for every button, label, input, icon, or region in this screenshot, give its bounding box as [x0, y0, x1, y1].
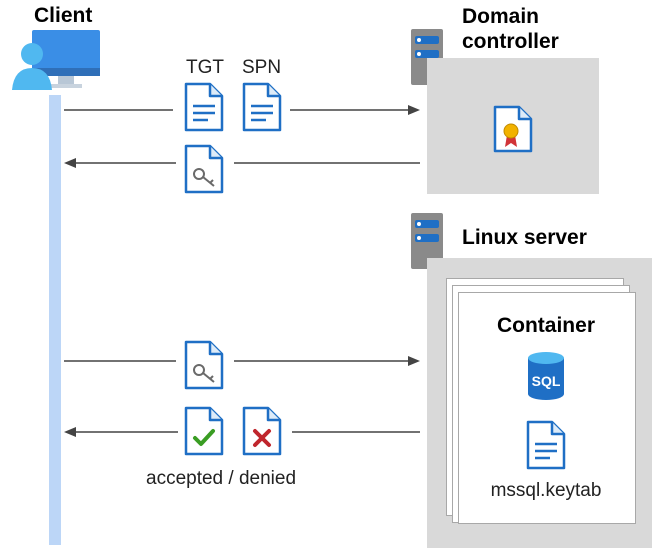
- certificate-document-icon: [493, 105, 533, 153]
- linux-server-label: Linux server: [462, 226, 587, 249]
- auth-result-row: [64, 427, 420, 437]
- tgt-spn-request-row: [64, 105, 420, 115]
- spn-label: SPN: [242, 57, 282, 78]
- linux-server-icon: [411, 213, 443, 269]
- client-label: Client: [34, 4, 93, 27]
- denied-document-icon: [242, 406, 282, 456]
- tgt-document-icon: [184, 82, 224, 132]
- sql-badge-text: SQL: [532, 373, 561, 389]
- ticket-to-sql-row: [64, 356, 420, 366]
- keytab-document-icon: [526, 420, 566, 470]
- accepted-denied-label: accepted / denied: [146, 468, 297, 489]
- domain-controller-label-line1: Domain: [462, 5, 540, 28]
- sql-database-icon: SQL: [528, 352, 564, 400]
- container-label: Container: [496, 314, 595, 337]
- key-ticket-to-sql-icon: [184, 340, 224, 390]
- key-ticket-document-icon: [184, 144, 224, 194]
- keytab-label: mssql.keytab: [490, 480, 602, 501]
- client-lifeline: [49, 95, 61, 545]
- service-ticket-response-row: [64, 158, 420, 168]
- client-computer-user-icon: [12, 30, 100, 90]
- domain-controller-label-line2: controller: [462, 30, 559, 53]
- spn-document-icon: [242, 82, 282, 132]
- accepted-document-icon: [184, 406, 224, 456]
- tgt-label: TGT: [186, 57, 224, 78]
- container-card-front: [458, 292, 636, 524]
